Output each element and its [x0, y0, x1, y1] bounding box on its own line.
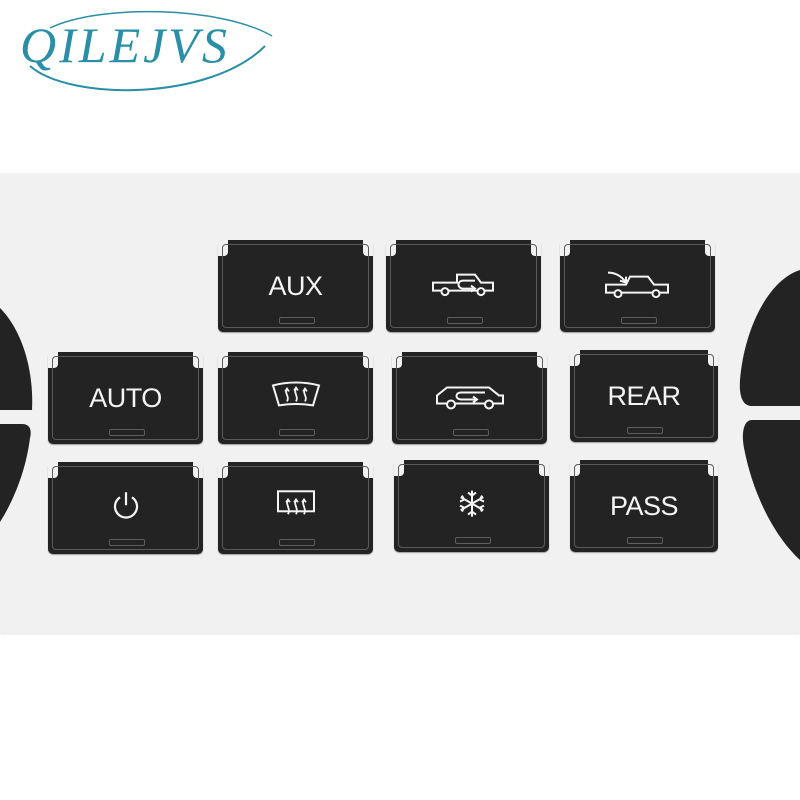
power-icon — [113, 492, 138, 519]
right-knob-sticker — [739, 270, 800, 560]
front-defrost-button[interactable] — [218, 352, 373, 444]
vehicle-airflow-icon — [435, 386, 504, 410]
ac-button[interactable] — [394, 460, 549, 552]
brand-logo: QILEJVS — [10, 6, 280, 98]
front-defrost-icon — [271, 381, 320, 407]
logo-text: QILEJVS — [20, 17, 230, 73]
rear-button[interactable]: REAR — [570, 350, 718, 442]
airflow-mode-button[interactable] — [392, 352, 547, 444]
auto-button[interactable]: AUTO — [48, 352, 203, 444]
recirculate-button[interactable] — [386, 240, 541, 332]
pass-label: PASS — [609, 490, 679, 521]
rear-defrost-button[interactable] — [218, 462, 373, 554]
truck-recirculate-icon — [431, 273, 494, 297]
power-button[interactable] — [48, 462, 203, 554]
aux-button[interactable]: AUX — [218, 240, 373, 332]
snowflake-icon — [459, 490, 484, 517]
rear-label: REAR — [607, 380, 681, 411]
left-knob-sticker — [0, 308, 33, 522]
logo-swoosh-icon — [29, 10, 273, 92]
fresh-air-button[interactable] — [560, 240, 715, 332]
pass-button[interactable]: PASS — [570, 460, 718, 552]
aux-label: AUX — [268, 270, 323, 301]
rear-defrost-icon — [276, 490, 315, 515]
truck-fresh-air-icon — [604, 271, 669, 299]
auto-label: AUTO — [89, 382, 162, 413]
